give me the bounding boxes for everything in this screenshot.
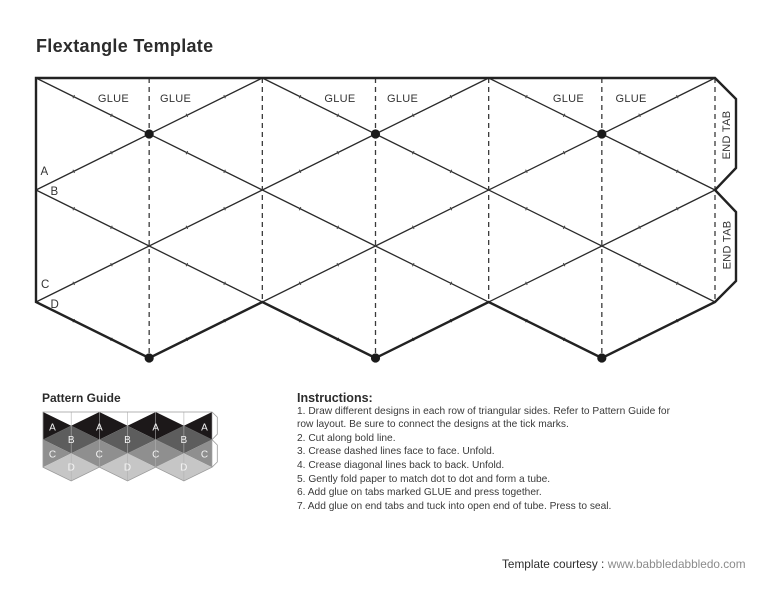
row-marker-b: B: [51, 186, 59, 198]
row-marker-a: A: [41, 166, 49, 178]
pattern-guide-shapes: [43, 412, 217, 481]
credit-url: www.babbledabbledo.com: [607, 556, 746, 571]
guide-label-a: A: [49, 422, 56, 433]
instructions-section: Instructions: 1. Draw different designs …: [297, 391, 682, 514]
glue-label: GLUE: [98, 93, 129, 105]
alignment-dot: [597, 353, 607, 363]
glue-label: GLUE: [324, 93, 355, 105]
instruction-step: 5. Gently fold paper to match dot to dot…: [297, 473, 551, 485]
guide-label-b: B: [180, 435, 187, 446]
instruction-step: 4. Crease diagonal lines back to back. U…: [297, 460, 505, 472]
credit-label: Template courtesy :: [502, 556, 605, 571]
end-tab-label: END TAB: [721, 111, 733, 160]
glue-label: GLUE: [160, 93, 191, 105]
guide-label-b: B: [124, 435, 131, 446]
bold-cut-outline: [34, 76, 738, 360]
instruction-step: 6. Add glue on tabs marked GLUE and pres…: [297, 487, 542, 499]
guide-label-a: A: [201, 422, 208, 433]
tick-mark-line: [261, 76, 716, 304]
guide-label-c: C: [49, 449, 56, 460]
guide-label-d: D: [180, 463, 187, 474]
guide-label-a: A: [152, 422, 159, 433]
instructions-title: Instructions:: [297, 390, 373, 405]
instruction-step: 2. Cut along bold line.: [297, 432, 396, 444]
glue-label: GLUE: [553, 93, 584, 105]
alignment-dot: [144, 129, 154, 139]
pattern-guide-outline: [43, 412, 217, 481]
alignment-dot: [597, 129, 607, 139]
row-a-face: [183, 412, 213, 440]
row-c-face: [183, 439, 213, 468]
pattern-guide-labels: A A A A B B B C C C C D D D: [49, 422, 208, 473]
instruction-step: 1. Draw different designs in each row of…: [297, 405, 670, 431]
alignment-dot: [370, 129, 381, 139]
glue-label: GLUE: [387, 93, 418, 105]
instruction-step: 3. Crease dashed lines face to face. Unf…: [297, 446, 495, 458]
guide-label-c: C: [201, 449, 208, 460]
tick-mark-line: [35, 76, 264, 192]
row-marker-d: D: [51, 299, 59, 311]
guide-label-a: A: [96, 422, 103, 433]
row-markers: A B C D: [41, 166, 59, 311]
guide-label-c: C: [152, 449, 159, 460]
alignment-dot: [370, 353, 381, 363]
alignment-dot: [144, 353, 154, 363]
instructions-list: 1. Draw different designs in each row of…: [297, 405, 682, 514]
row-marker-c: C: [41, 279, 49, 291]
row-c-face: [43, 439, 72, 468]
instruction-step: 7. Add glue on end tabs and tuck into op…: [297, 500, 612, 512]
template-credit: Template courtesy :www.babbledabbledo.co…: [502, 557, 746, 571]
alignment-dots: [144, 129, 607, 363]
pattern-guide-title: Pattern Guide: [42, 390, 121, 405]
end-tab-labels: END TAB END TAB: [721, 111, 734, 270]
page-title: Flextangle Template: [36, 35, 214, 56]
guide-label-b: B: [68, 435, 75, 446]
guide-label-d: D: [68, 463, 75, 474]
pattern-guide-fold-lines: [71, 412, 212, 481]
tick-marks: [35, 76, 716, 360]
row-a-face: [43, 412, 72, 440]
tick-mark-line: [487, 76, 716, 192]
guide-label-d: D: [124, 463, 131, 474]
glue-labels: GLUE GLUE GLUE GLUE GLUE GLUE: [98, 93, 647, 105]
glue-label: GLUE: [616, 93, 647, 105]
guide-label-c: C: [96, 449, 103, 460]
tick-mark-line: [35, 76, 490, 304]
end-tab-label: END TAB: [722, 221, 734, 270]
